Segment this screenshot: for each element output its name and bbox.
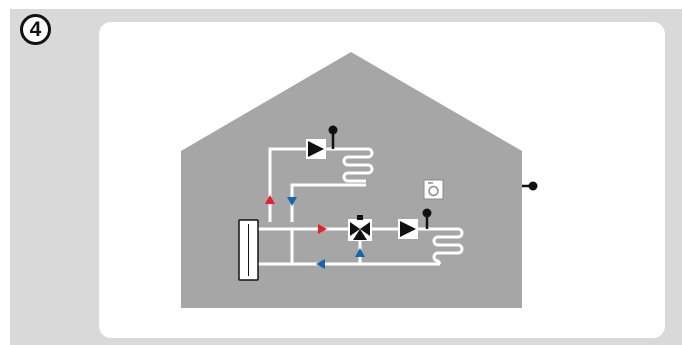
room-control-unit-icon	[423, 179, 444, 200]
upper-underfloor-coil	[342, 147, 374, 183]
lower-circulation-pump-icon	[398, 219, 418, 239]
outdoor-sensor-icon	[522, 181, 538, 191]
lower-supply-arrow-icon	[318, 224, 327, 234]
upper-temperature-sensor-icon	[328, 125, 338, 149]
upper-supply-arrow-icon	[265, 195, 275, 204]
mixing-valve-icon	[348, 215, 372, 241]
step-number-badge: 4	[20, 14, 51, 45]
upper-return-pipe	[290, 183, 366, 222]
lower-temperature-sensor-icon	[422, 208, 432, 229]
upper-return-arrow-icon	[287, 197, 297, 206]
lower-return-arrow-icon	[316, 259, 325, 269]
bypass-arrow-icon	[355, 248, 365, 257]
lower-underfloor-coil	[432, 227, 464, 265]
upper-circulation-pump-icon	[306, 139, 326, 159]
